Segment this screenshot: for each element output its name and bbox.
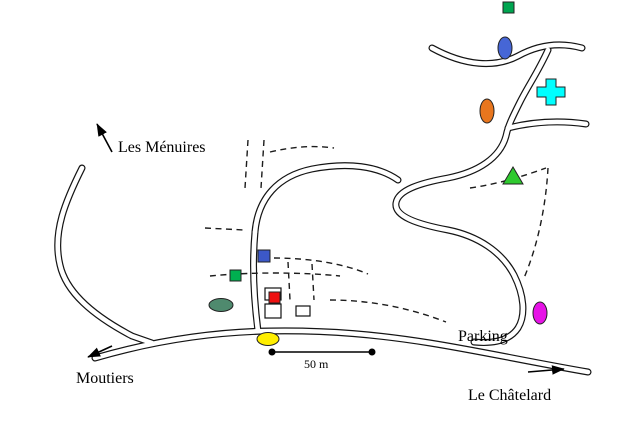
- scale-bar-dot-left: [268, 348, 276, 356]
- blue-ellipse-marker: [497, 36, 513, 60]
- les-menuires-label: Les Ménuires: [118, 139, 206, 156]
- orange-ellipse-marker: [479, 98, 495, 124]
- scale-bar-dot-right: [368, 348, 376, 356]
- magenta-ellipse-marker: [532, 301, 548, 325]
- blue-square-marker: [257, 249, 271, 263]
- trail-north-spur: [269, 145, 335, 153]
- cyan-cross-marker: [536, 78, 566, 106]
- trail-east-long: [523, 167, 549, 279]
- scale-bar-label: 50 m: [304, 357, 329, 371]
- trail-village-vert-1: [287, 261, 291, 301]
- red-square-marker: [268, 291, 281, 304]
- dashed-trails: [204, 139, 549, 323]
- road-casings: [58, 45, 588, 372]
- map-labels: Les Ménuires Moutiers Le Châtelard Parki…: [76, 139, 551, 404]
- teal-ellipse-marker: [208, 298, 234, 312]
- trail-village-vert-2: [311, 263, 315, 301]
- trail-north-left: [244, 139, 249, 189]
- yellow-ellipse-marker: [256, 332, 280, 346]
- road-inners: [58, 45, 588, 372]
- road-center-loop-casing: [255, 166, 398, 232]
- map-markers: [208, 1, 566, 346]
- trail-west-spur: [204, 227, 245, 231]
- les-menuires-arrow-icon: [96, 123, 113, 153]
- green-square-top-marker: [502, 1, 515, 14]
- trail-village-to-parking: [329, 299, 447, 323]
- green-triangle-marker: [502, 166, 524, 185]
- trail-north-right: [260, 139, 265, 189]
- parking-label: Parking: [458, 328, 508, 345]
- moutiers-label: Moutiers: [76, 370, 134, 387]
- moutiers-arrow-icon: [87, 345, 113, 358]
- le-chatelard-label: Le Châtelard: [468, 387, 551, 404]
- green-square-village-marker: [229, 269, 242, 282]
- direction-arrows: [87, 123, 565, 375]
- trail-village-upper: [273, 257, 369, 275]
- trail-village-mid: [209, 272, 341, 277]
- road-center-loop-inner: [255, 166, 398, 232]
- le-chatelard-arrow-icon: [527, 365, 565, 375]
- building-outline-3: [295, 305, 311, 317]
- scale-bar: 50 m: [268, 348, 376, 371]
- building-outline-2: [264, 303, 282, 319]
